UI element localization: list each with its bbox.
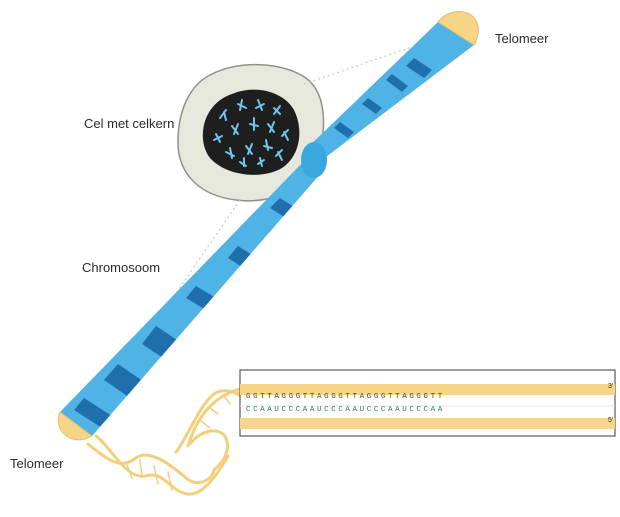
bottom-strand-end-marker: 5' bbox=[608, 417, 613, 424]
bottom-strand-band bbox=[240, 418, 615, 429]
bottom-strand-sequence: CCAAUCCCAAUCCCAAUCCCAAUCCCAA bbox=[246, 406, 445, 414]
chromosome-upper-arm bbox=[305, 22, 474, 160]
sequence-box bbox=[240, 370, 615, 436]
cell-label: Cel met celkern bbox=[84, 116, 174, 131]
centromere bbox=[301, 142, 327, 178]
chromosome-label: Chromosoom bbox=[82, 260, 160, 275]
telomere-label-bottom: Telomeer bbox=[10, 456, 63, 471]
top-strand-sequence: GGTTAGGGTTAGGGTTAGGGTTAGGGTT bbox=[246, 393, 445, 401]
telomere-label-top: Telomeer bbox=[495, 31, 548, 46]
top-strand-end-marker: 3' bbox=[608, 383, 613, 390]
